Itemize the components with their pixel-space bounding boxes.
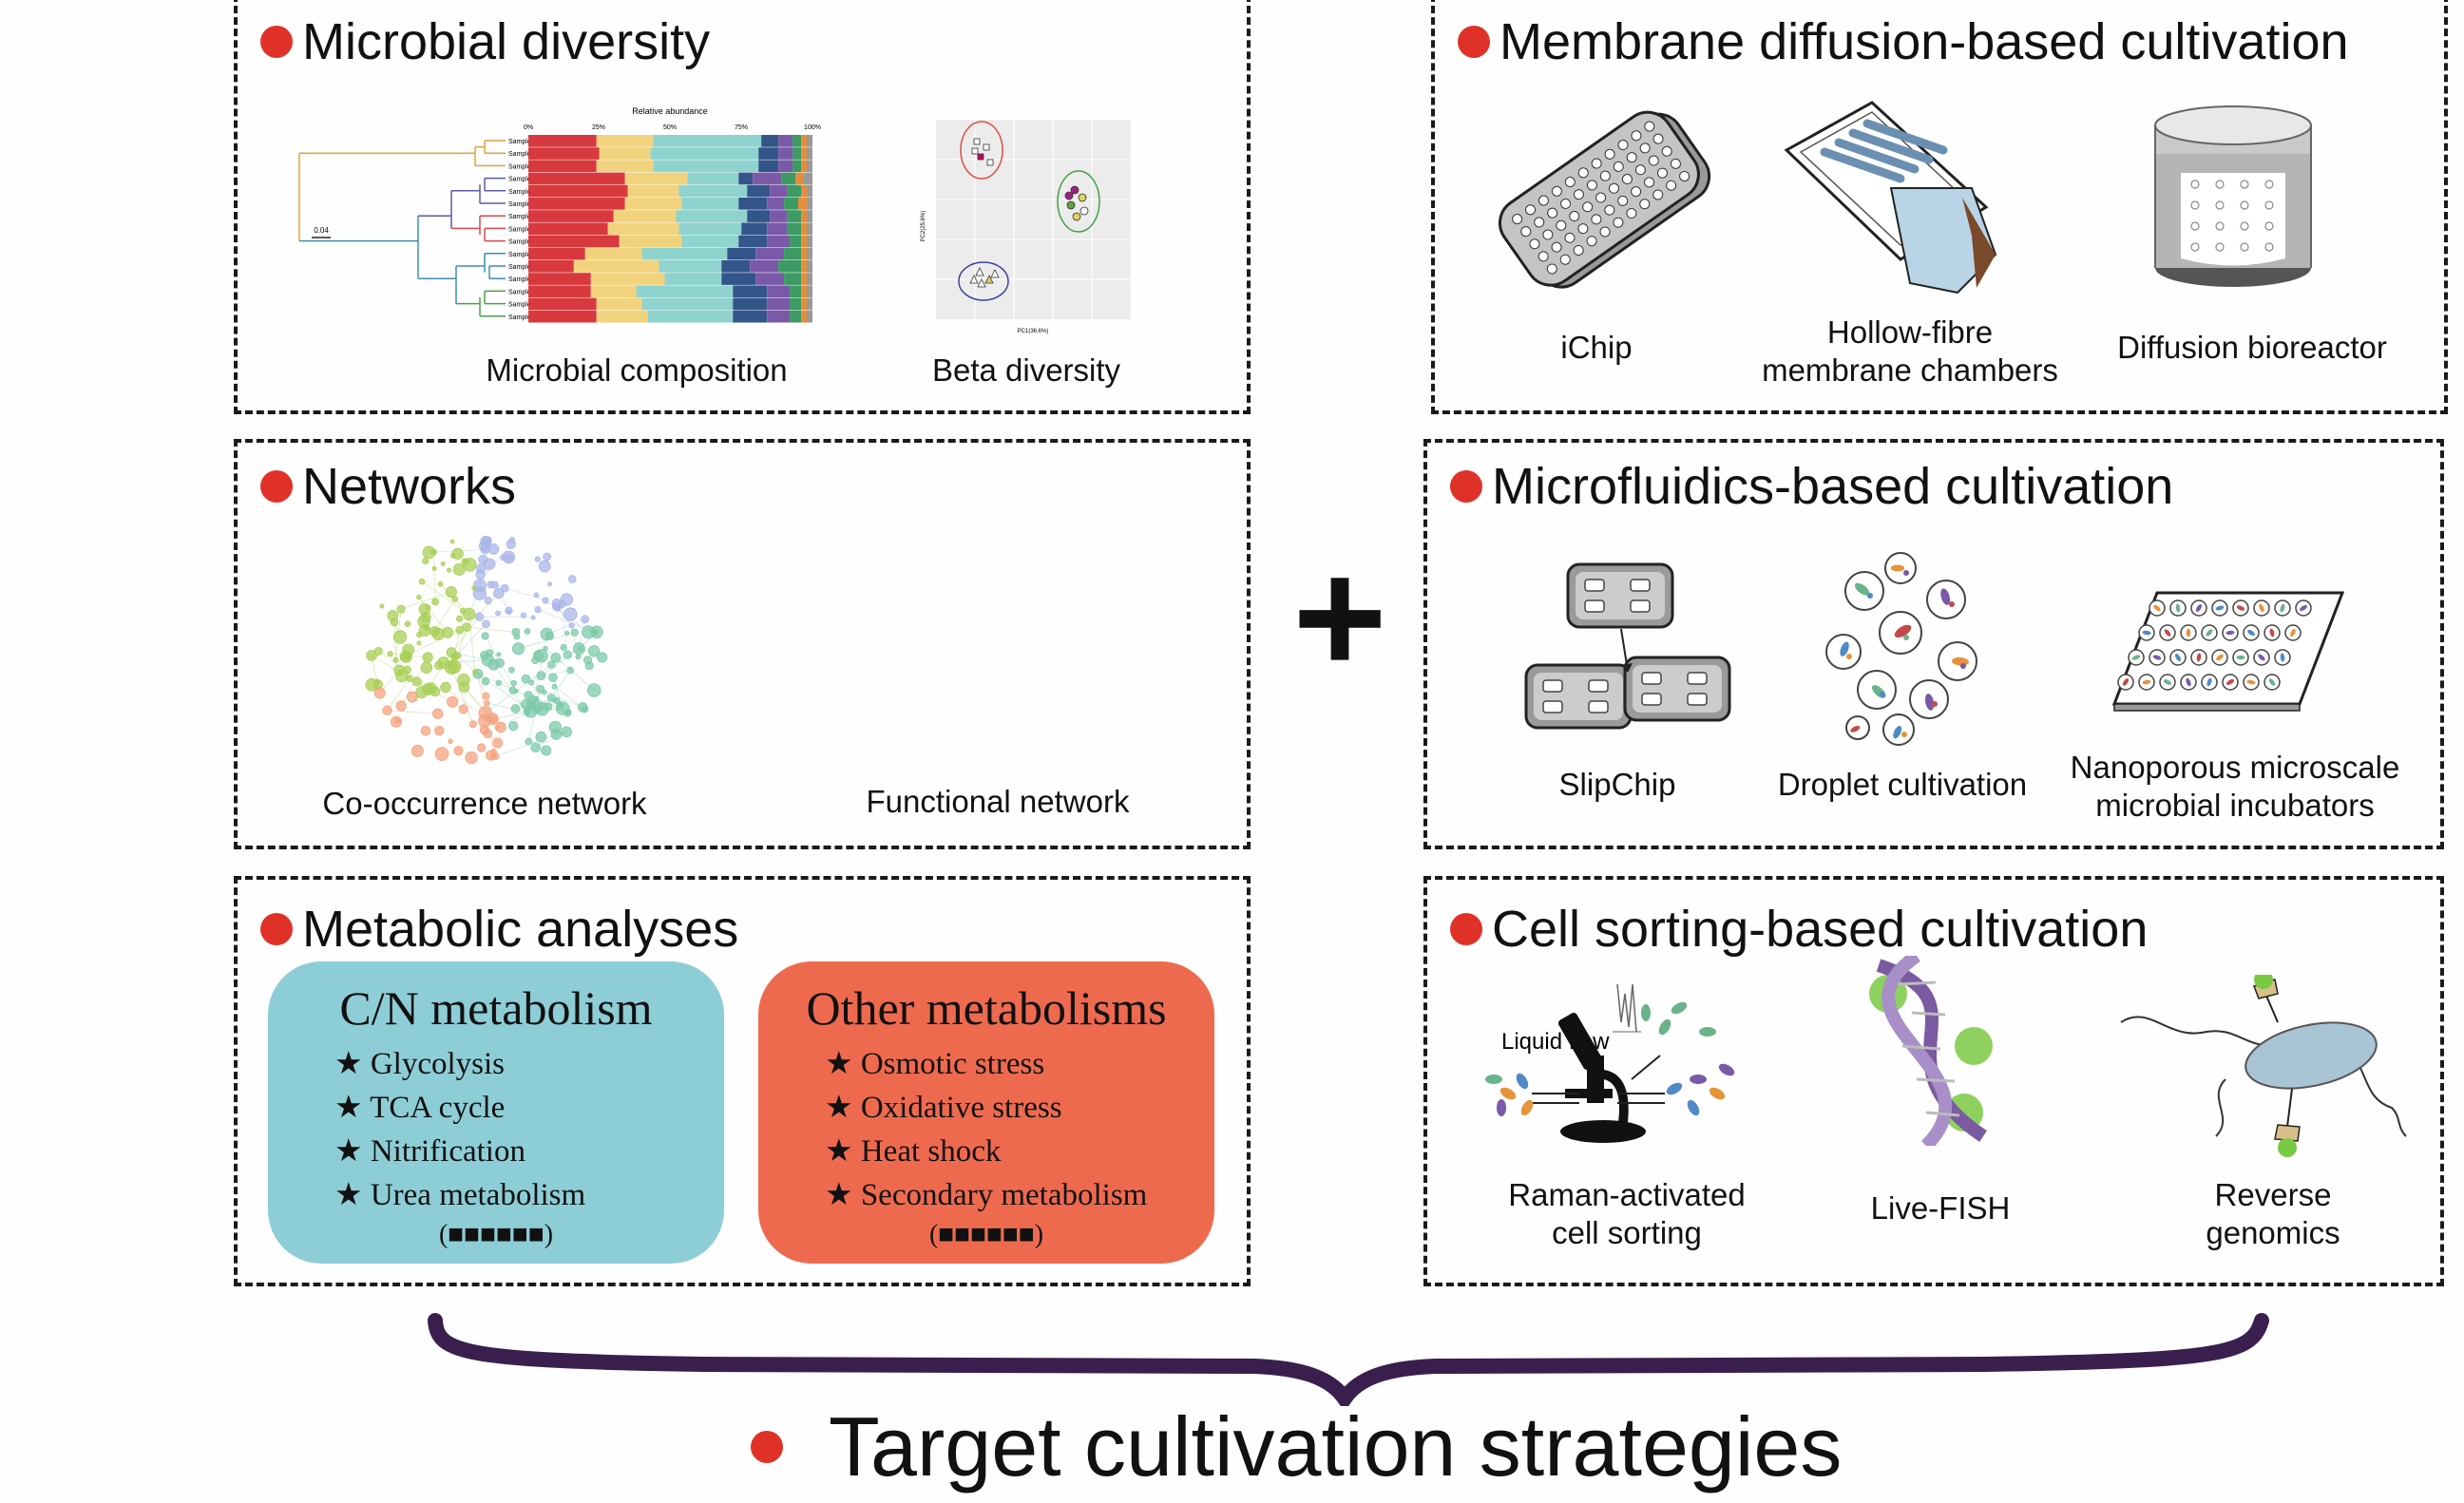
microbial-diversity-panel: Microbial diversity Relative abundance 0… [234,0,1251,414]
panel-title: Metabolic analyses [260,899,738,960]
composition-chart: Relative abundance 0% 25% 50% 75% 100% S… [298,106,821,323]
caption-microbial-composition: Microbial composition [486,352,788,388]
more-indicator: (■■■■■■) [928,1220,1044,1249]
sample-label: Sample10 [508,252,539,258]
caption-droplet-cultivation: Droplet cultivation [1777,767,2028,802]
sample-label: Sample15 [508,314,539,321]
bullet-dot [260,913,293,945]
sample-label: Sample6 [508,201,535,208]
droplet-cultivation-icon [1825,552,1977,746]
co-occurrence-network-graphic [365,536,608,765]
caption-nanoporous-line1: Nanoporous microscale [2070,750,2400,785]
slipchip-icon [1524,562,1731,730]
sample-label: Sample8 [508,226,535,233]
panel-title: Microfluidics-based cultivation [1450,456,2173,517]
bullet-dot [260,26,293,58]
sample-label: Sample14 [508,302,539,309]
sample-label: Sample12 [508,276,539,283]
y-axis-label: PC2(25.6%) [921,211,926,242]
scale-label: 0.04 [314,226,329,235]
panel-title: Microbial diversity [260,11,710,72]
sample-label: Sample3 [508,163,535,170]
bullet-dot [1458,26,1490,58]
bullet-dot [751,1431,783,1463]
beta-diversity-plot: PC2(25.6%) PC1(36.6%) [921,120,1131,334]
caption-functional-network: Functional network [866,784,1130,819]
sample-label: Sample1 [508,139,535,145]
panel-title: Cell sorting-based cultivation [1450,899,2148,960]
caption-reverse-genomics-line1: Reverse [2214,1177,2332,1212]
bottom-title-text: Target cultivation strategies [829,1399,1843,1493]
caption-raman-line1: Raman-activated [1508,1177,1746,1212]
panel-title-text: Metabolic analyses [302,901,739,958]
tick-label: 50% [663,124,677,131]
membrane-diffusion-panel: Membrane diffusion-based cultivation iCh… [1431,0,2448,414]
caption-ichip: iChip [1560,330,1633,365]
cn-metabolism-title: C/N metabolism [339,981,653,1035]
composition-chart-title: Relative abundance [632,106,708,116]
x-axis-label: PC1(36.6%) [1018,329,1049,334]
list-item: ★ Urea metabolism [334,1178,586,1212]
raman-sorting-icon: Liquid flow [1485,983,1735,1143]
tick-label: 75% [735,124,748,131]
list-item: ★ Nitrification [334,1134,525,1169]
cn-metabolism-list: ★ Glycolysis ★ TCA cycle ★ Nitrification… [334,1042,585,1217]
more-indicator: (■■■■■■) [438,1220,554,1249]
panel-title: Networks [260,456,516,517]
tick-label: 25% [592,124,605,131]
reverse-genomics-icon [2120,975,2407,1157]
sample-label: Sample11 [508,264,538,271]
sample-label: Sample9 [508,239,535,246]
sample-label: Sample7 [508,214,535,220]
panel-title-text: Membrane diffusion-based cultivation [1499,13,2349,70]
curly-brace [428,1313,2269,1406]
ichip-icon [1498,110,1711,289]
sample-label: Sample5 [508,189,535,196]
panel-title-text: Networks [302,458,517,515]
microfluidics-panel: Microfluidics-based cultivation SlipChip… [1423,439,2444,849]
hollow-fibre-chamber-icon [1784,101,1997,295]
bullet-dot [1450,470,1482,503]
other-metabolisms-title: Other metabolisms [806,981,1167,1035]
tick-label: 100% [804,124,821,131]
caption-hollow-fibre-line2: membrane chambers [1762,352,2058,388]
cn-metabolism-box: C/N metabolism ★ Glycolysis ★ TCA cycle … [268,961,724,1264]
bullet-dot [260,470,293,503]
bottom-title: Target cultivation strategies [751,1395,1891,1499]
plus-sign: + [1292,527,1387,708]
live-fish-icon [1869,956,1993,1146]
cell-sorting-panel: Cell sorting-based cultivation Liquid fl… [1423,876,2444,1286]
caption-hollow-fibre-line1: Hollow-fibre [1826,314,1994,350]
caption-beta-diversity: Beta diversity [931,352,1121,388]
caption-reverse-genomics-line2: genomics [2206,1215,2340,1250]
panel-title-text: Microfluidics-based cultivation [1492,458,2174,515]
caption-live-fish: Live-FISH [1870,1190,2011,1226]
tick-label: 0% [524,124,533,131]
sample-label: Sample4 [508,177,535,183]
sample-label: Sample2 [508,151,535,158]
list-item: ★ Glycolysis [334,1047,506,1081]
metabolic-analyses-panel: Metabolic analyses C/N metabolism ★ Glyc… [234,876,1251,1286]
caption-raman-line2: cell sorting [1552,1215,1702,1250]
panel-title-text: Cell sorting-based cultivation [1492,901,2149,958]
sample-label: Sample13 [508,289,539,295]
list-item: ★ Heat shock [825,1134,1002,1169]
list-item: ★ Osmotic stress [825,1047,1045,1081]
panel-title-text: Microbial diversity [302,13,711,70]
bullet-dot [1450,913,1482,945]
panel-title: Membrane diffusion-based cultivation [1458,11,2349,72]
caption-co-occurrence-network: Co-occurrence network [322,786,647,821]
list-item: ★ Secondary metabolism [825,1178,1148,1212]
caption-diffusion-bioreactor: Diffusion bioreactor [2117,330,2387,365]
other-metabolisms-box: Other metabolisms ★ Osmotic stress ★ Oxi… [758,961,1214,1264]
caption-nanoporous-line2: microbial incubators [2095,788,2375,823]
list-item: ★ Oxidative stress [825,1091,1062,1125]
list-item: ★ TCA cycle [334,1091,506,1125]
other-metabolisms-list: ★ Osmotic stress ★ Oxidative stress ★ He… [825,1042,1147,1217]
diffusion-bioreactor-icon [2154,105,2312,287]
nanoporous-incubator-icon [2111,591,2345,712]
caption-slipchip: SlipChip [1558,767,1676,802]
networks-panel: Networks Co-occurrence network Functiona… [234,439,1251,849]
